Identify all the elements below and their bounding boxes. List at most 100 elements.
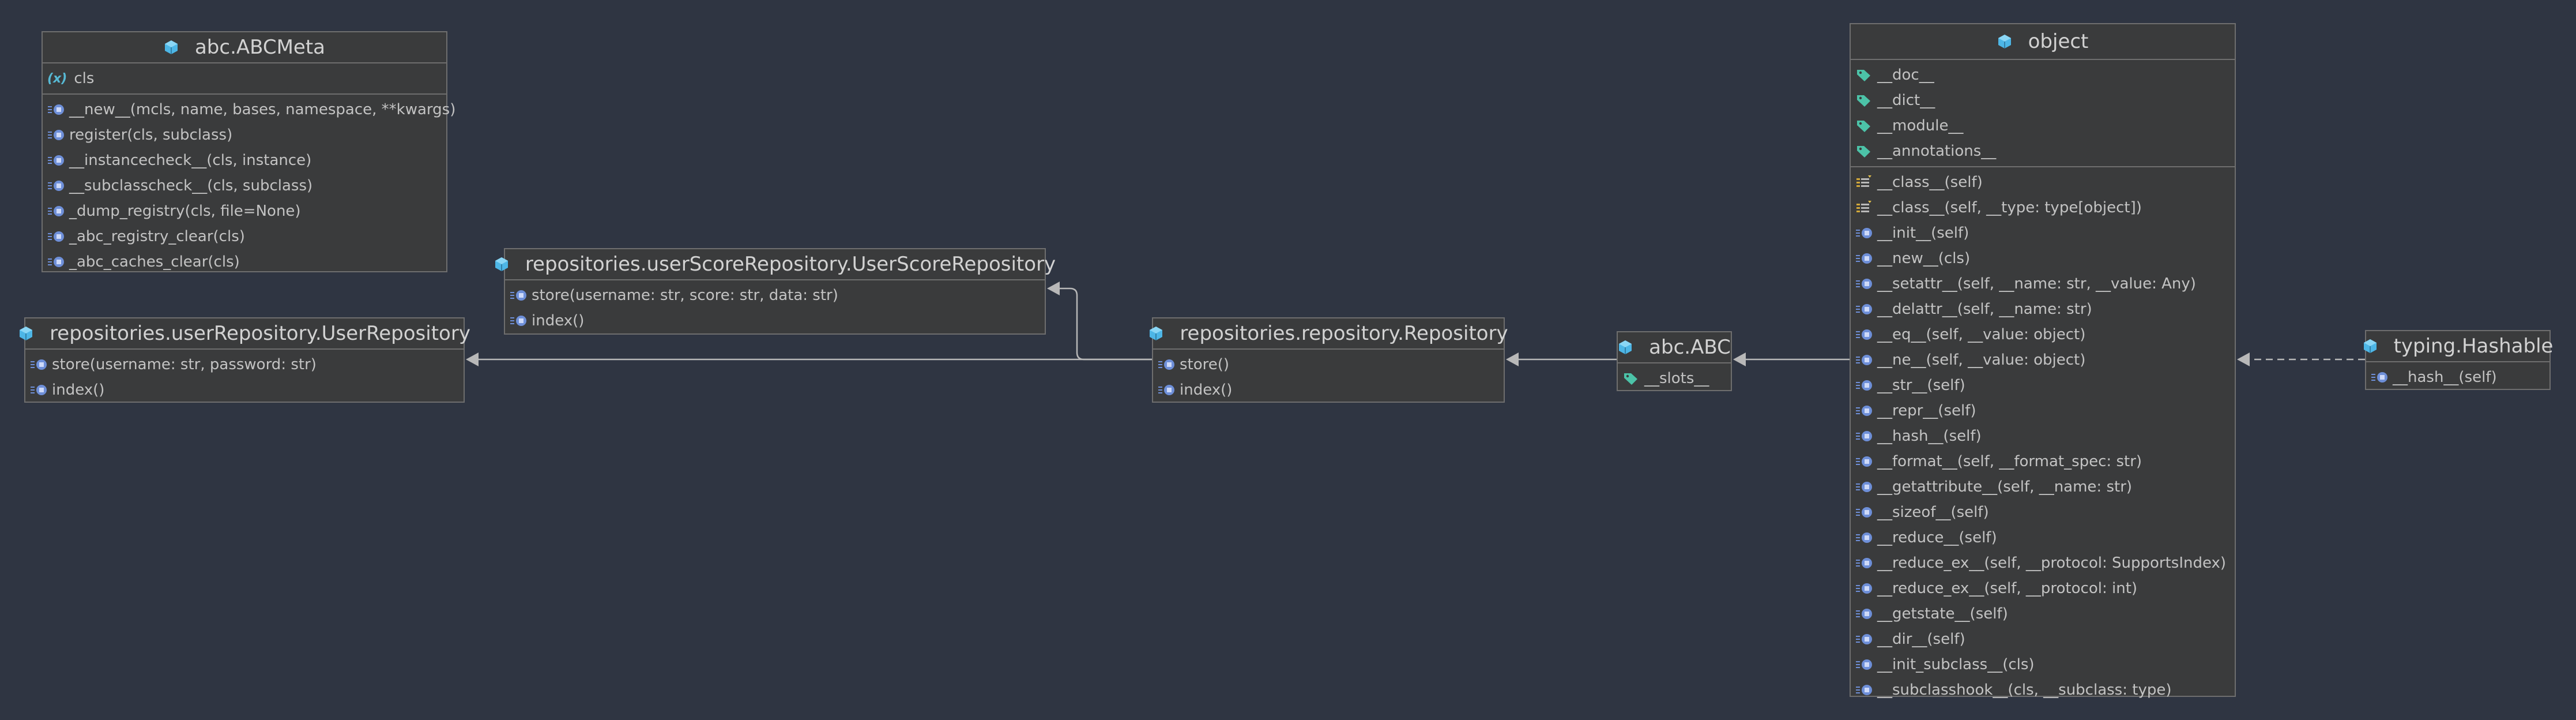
method-row[interactable]: __delattr__(self, __name: str) bbox=[1851, 297, 2235, 322]
method-row[interactable]: __dir__(self) bbox=[1851, 627, 2235, 652]
method-row[interactable]: index() bbox=[1153, 377, 1504, 403]
method-icon bbox=[1855, 276, 1874, 292]
method-row[interactable]: __init_subclass__(cls) bbox=[1851, 652, 2235, 677]
method-row[interactable]: __init__(self) bbox=[1851, 220, 2235, 246]
class-user-score-repository[interactable]: repositories.userScoreRepository.UserSco… bbox=[495, 248, 1056, 336]
method-label: __getstate__(self) bbox=[1877, 605, 2008, 622]
method-row[interactable]: _abc_registry_clear(cls) bbox=[43, 224, 446, 249]
method-label: __ne__(self, __value: object) bbox=[1877, 351, 2086, 369]
method-row[interactable]: index() bbox=[25, 377, 464, 403]
method-icon bbox=[1855, 301, 1874, 317]
method-row[interactable]: __eq__(self, __value: object) bbox=[1851, 322, 2235, 347]
class-abc[interactable]: abc.ABC __slots__ bbox=[1617, 331, 1732, 391]
method-label: store(username: str, password: str) bbox=[52, 356, 317, 373]
method-row[interactable]: store(username: str, score: str, data: s… bbox=[505, 283, 1045, 308]
class-name: typing.Hashable bbox=[2393, 335, 2554, 358]
method-row[interactable]: __subclasscheck__(cls, subclass) bbox=[43, 173, 446, 198]
method-icon bbox=[47, 152, 66, 168]
method-icon bbox=[1855, 327, 1874, 343]
property-row[interactable]: __class__(self, __type: type[object]) bbox=[1851, 195, 2235, 220]
method-label: __eq__(self, __value: object) bbox=[1877, 326, 2086, 343]
method-label: __instancecheck__(cls, instance) bbox=[69, 152, 312, 169]
method-label: __hash__(self) bbox=[1877, 427, 1982, 445]
field-row[interactable]: (x) cls bbox=[43, 66, 446, 91]
method-icon bbox=[1855, 479, 1874, 495]
method-label: store(username: str, score: str, data: s… bbox=[532, 287, 838, 304]
class-object[interactable]: object __doc__ __dict__ __module__ __ann… bbox=[1850, 23, 2236, 699]
method-label: __str__(self) bbox=[1877, 377, 1965, 394]
property-label: __class__(self, __type: type[object]) bbox=[1877, 199, 2142, 216]
class-abc-abcmeta[interactable]: abc.ABCMeta (x) cls __new__(mcls, name, … bbox=[42, 31, 455, 275]
method-row[interactable]: index() bbox=[505, 308, 1045, 333]
method-row[interactable]: __format__(self, __format_spec: str) bbox=[1851, 449, 2235, 474]
field-row[interactable]: __doc__ bbox=[1851, 62, 2235, 88]
class-repository[interactable]: repositories.repository.Repository store… bbox=[1150, 317, 1508, 403]
class-typing-hashable[interactable]: typing.Hashable __hash__(self) bbox=[2363, 330, 2554, 390]
method-row[interactable]: _dump_registry(cls, file=None) bbox=[43, 198, 446, 224]
inheritance-arrowhead bbox=[1733, 352, 1746, 366]
field-row[interactable]: __dict__ bbox=[1851, 88, 2235, 113]
class-user-repository[interactable]: repositories.userRepository.UserReposito… bbox=[20, 317, 470, 403]
method-label: __new__(cls) bbox=[1877, 250, 1971, 267]
method-row[interactable]: store() bbox=[1153, 352, 1504, 377]
methods-section: store(username: str, score: str, data: s… bbox=[505, 280, 1045, 336]
method-label: store() bbox=[1180, 356, 1230, 373]
class-name: object bbox=[2028, 30, 2089, 53]
method-label: __init__(self) bbox=[1877, 224, 1969, 242]
method-row[interactable]: __ne__(self, __value: object) bbox=[1851, 347, 2235, 373]
inheritance-arrowhead bbox=[1047, 282, 1060, 295]
method-label: index() bbox=[532, 312, 585, 329]
method-label: index() bbox=[1180, 381, 1233, 399]
class-name: abc.ABCMeta bbox=[194, 36, 326, 59]
method-row[interactable]: __repr__(self) bbox=[1851, 398, 2235, 423]
method-row[interactable]: __instancecheck__(cls, instance) bbox=[43, 148, 446, 173]
method-row[interactable]: __hash__(self) bbox=[1851, 423, 2235, 449]
method-row[interactable]: __setattr__(self, __name: str, __value: … bbox=[1851, 271, 2235, 297]
method-row[interactable]: __sizeof__(self) bbox=[1851, 500, 2235, 525]
method-label: __sizeof__(self) bbox=[1877, 504, 1989, 521]
variable-icon: (x) bbox=[47, 71, 67, 86]
field-row[interactable]: __slots__ bbox=[1618, 366, 1731, 391]
method-label: __dir__(self) bbox=[1877, 631, 1965, 648]
method-icon bbox=[510, 287, 528, 303]
field-row[interactable]: __module__ bbox=[1851, 113, 2235, 138]
class-icon bbox=[18, 325, 42, 342]
method-label: __reduce_ex__(self, __protocol: Supports… bbox=[1877, 554, 2227, 572]
class-header: object bbox=[1851, 24, 2235, 60]
method-label: register(cls, subclass) bbox=[69, 126, 233, 144]
class-header: repositories.userScoreRepository.UserSco… bbox=[495, 249, 1056, 280]
method-row[interactable]: __getstate__(self) bbox=[1851, 601, 2235, 627]
method-row[interactable]: __reduce_ex__(self, __protocol: int) bbox=[1851, 576, 2235, 601]
method-label: _abc_caches_clear(cls) bbox=[69, 253, 240, 271]
methods-section: __class__(self) __class__(self, __type: … bbox=[1851, 167, 2235, 705]
method-row[interactable]: __hash__(self) bbox=[2366, 365, 2549, 390]
field-row[interactable]: __annotations__ bbox=[1851, 138, 2235, 164]
method-row[interactable]: store(username: str, password: str) bbox=[25, 352, 464, 377]
method-row[interactable]: __new__(mcls, name, bases, namespace, **… bbox=[43, 97, 455, 122]
field-tag-icon bbox=[1855, 67, 1874, 83]
method-label: __subclasshook__(cls, __subclass: type) bbox=[1877, 681, 2172, 699]
method-row[interactable]: __str__(self) bbox=[1851, 373, 2235, 398]
class-name: repositories.userScoreRepository.UserSco… bbox=[525, 253, 1056, 276]
method-label: __setattr__(self, __name: str, __value: … bbox=[1877, 275, 2196, 292]
method-icon bbox=[1855, 682, 1874, 698]
method-icon bbox=[1855, 580, 1874, 597]
method-row[interactable]: _abc_caches_clear(cls) bbox=[43, 249, 446, 275]
method-row[interactable]: __getattribute__(self, __name: str) bbox=[1851, 474, 2235, 500]
method-icon bbox=[1855, 250, 1874, 267]
method-label: __subclasscheck__(cls, subclass) bbox=[69, 177, 313, 194]
method-label: __reduce_ex__(self, __protocol: int) bbox=[1877, 580, 2138, 597]
method-row[interactable]: __new__(cls) bbox=[1851, 246, 2235, 271]
method-row[interactable]: __reduce__(self) bbox=[1851, 525, 2235, 550]
method-icon bbox=[1855, 631, 1874, 647]
method-icon bbox=[30, 357, 48, 373]
field-tag-icon bbox=[1855, 143, 1874, 159]
method-row[interactable]: register(cls, subclass) bbox=[43, 122, 446, 148]
property-row[interactable]: __class__(self) bbox=[1851, 170, 2235, 195]
method-row[interactable]: __reduce_ex__(self, __protocol: Supports… bbox=[1851, 550, 2235, 576]
method-row[interactable]: __subclasshook__(cls, __subclass: type) bbox=[1851, 677, 2235, 703]
field-label: __annotations__ bbox=[1877, 142, 1997, 160]
class-name: abc.ABC bbox=[1649, 336, 1731, 359]
class-header: abc.ABCMeta bbox=[43, 32, 446, 63]
method-label: __delattr__(self, __name: str) bbox=[1877, 301, 2092, 318]
